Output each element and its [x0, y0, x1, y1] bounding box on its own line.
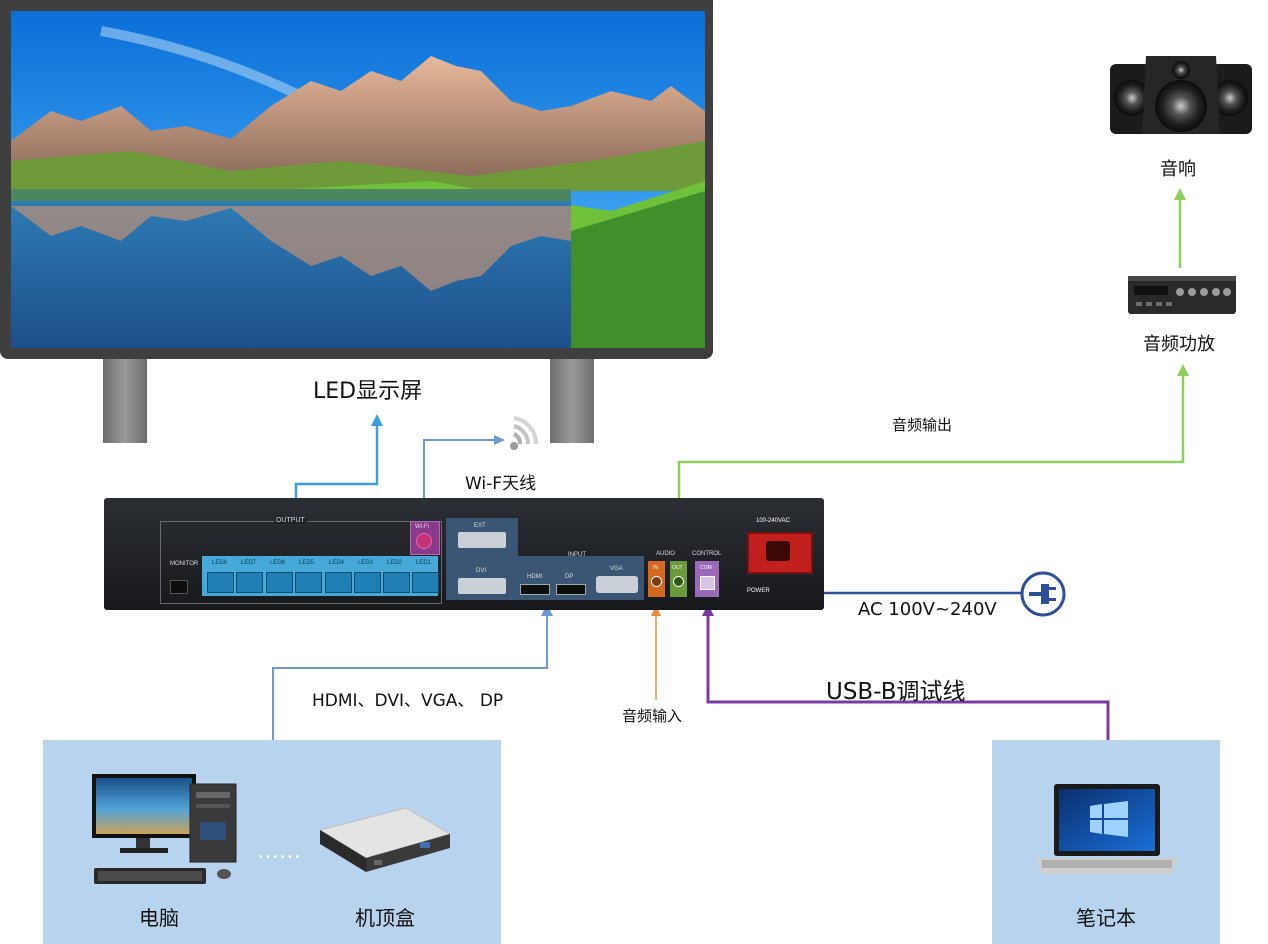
power-inlet-socket	[766, 541, 790, 561]
led-port-label: LED7	[241, 560, 257, 566]
led-port-label: LED4	[329, 560, 345, 566]
led-port-label: LED1	[416, 560, 432, 566]
input-title: INPUT	[568, 552, 586, 558]
led-port-label: LED5	[299, 560, 315, 566]
power-supply-label: AC 100V~240V	[858, 599, 997, 620]
audio-out-label: OUT	[672, 565, 683, 571]
rj45-port	[412, 572, 439, 593]
source-dots: ......	[258, 846, 302, 862]
com-label: COM	[700, 565, 712, 571]
monitor-label: MONITOR	[170, 561, 199, 567]
led-output-arrow	[371, 414, 383, 426]
wifi-antenna-label: Wi-F天线	[465, 474, 537, 494]
rj45-port	[354, 572, 381, 593]
dp-label: DP	[565, 574, 574, 580]
usb-cable-label: USB-B调试线	[826, 679, 966, 705]
dp-port	[556, 584, 586, 595]
video-input-line	[272, 612, 548, 742]
wifi-port-label: Wi-Fi	[415, 524, 429, 530]
led-screen-label: LED显示屏	[313, 379, 423, 404]
video-input-arrow	[541, 604, 553, 616]
rj45-port	[295, 572, 322, 593]
amplifier-label: 音频功放	[1143, 334, 1215, 355]
rj45-port	[236, 572, 263, 593]
led-port-label: LED6	[270, 560, 286, 566]
voltage-label: 100-240VAC	[756, 518, 790, 524]
speaker-icon	[1110, 56, 1252, 134]
dvi-port	[458, 578, 506, 594]
set-top-box-label: 机顶盒	[355, 906, 415, 930]
screen-leg-right	[550, 355, 594, 443]
audio-out-jack	[673, 576, 684, 587]
usb-line	[706, 612, 1110, 742]
output-title: OUTPUT	[274, 517, 307, 524]
audio-in-label: IN	[653, 565, 658, 571]
desktop-pc-icon	[92, 774, 237, 884]
speaker-arrow	[1174, 188, 1186, 200]
set-top-box-icon	[318, 807, 452, 872]
landscape-image	[11, 11, 705, 348]
video-inputs-label: HDMI、DVI、VGA、 DP	[312, 691, 504, 711]
ext-label: EXT	[474, 523, 486, 529]
laptop-icon	[1036, 784, 1178, 874]
wifi-port-connector	[416, 533, 432, 549]
audio-output-label: 音频输出	[892, 416, 953, 434]
rj45-port	[325, 572, 352, 593]
dvi-label: DVI	[476, 568, 487, 574]
amplifier-icon	[1128, 276, 1236, 314]
vga-label: VGA	[610, 566, 623, 572]
screen-leg-left	[103, 355, 147, 443]
control-title: CONTROL	[692, 551, 722, 557]
audio-title: AUDIO	[656, 551, 676, 557]
power-plug-icon	[1020, 571, 1066, 617]
rj45-port	[266, 572, 293, 593]
audio-output-arrow	[1177, 364, 1189, 376]
rj45-port	[207, 572, 234, 593]
led-port-label: LED8	[212, 560, 228, 566]
wifi-icon	[510, 416, 539, 450]
laptop-label: 笔记本	[1076, 906, 1136, 930]
ext-dvi-port	[458, 532, 506, 548]
monitor-port	[170, 580, 188, 594]
speaker-label: 音响	[1160, 159, 1196, 180]
audio-in-jack	[651, 576, 662, 587]
audio-input-label: 音频输入	[622, 707, 683, 725]
hdmi-port	[520, 584, 550, 595]
hdmi-label: HDMI	[527, 574, 543, 580]
usb-arrow	[702, 604, 714, 616]
led-port-label: LED2	[387, 560, 403, 566]
led-port-label: LED3	[358, 560, 374, 566]
pc-label: 电脑	[139, 906, 179, 930]
power-label: POWER	[747, 588, 770, 594]
usb-b-connector	[700, 576, 715, 590]
audio-input-arrow	[651, 605, 661, 616]
vga-port	[596, 576, 638, 593]
wifi-arrow	[494, 435, 505, 445]
rj45-port	[383, 572, 410, 593]
